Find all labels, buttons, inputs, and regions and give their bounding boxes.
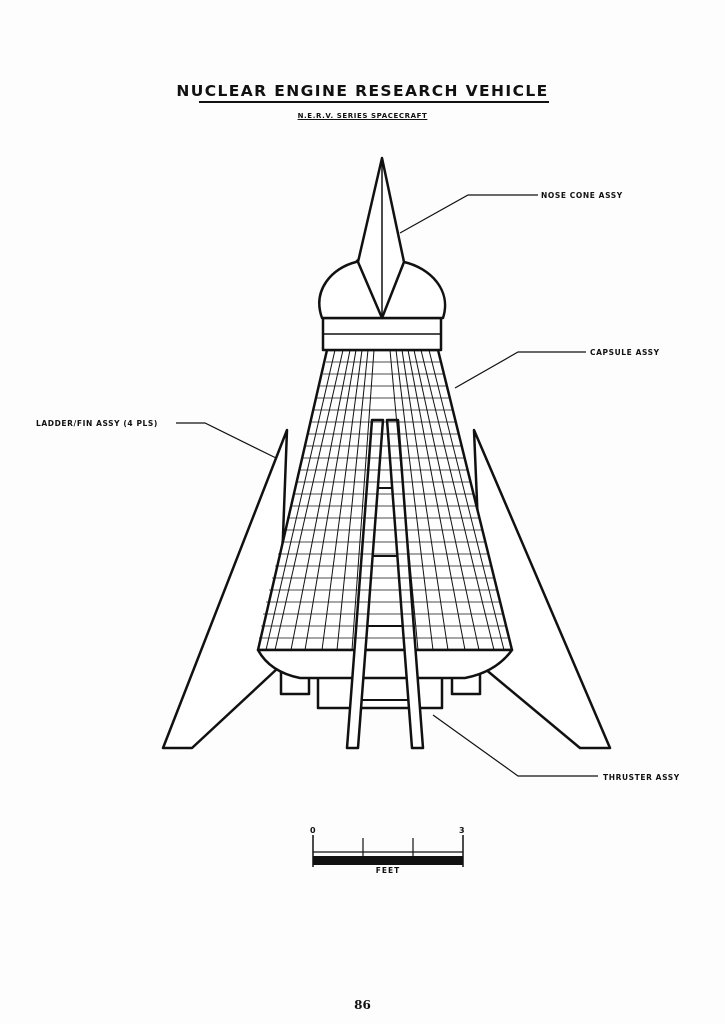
page-title: NUCLEAR ENGINE RESEARCH VEHICLE bbox=[176, 82, 549, 100]
ladder-rungs bbox=[362, 487, 408, 701]
main-body bbox=[256, 348, 514, 652]
scale-bar-fill bbox=[313, 856, 463, 865]
leader-thruster bbox=[432, 714, 598, 777]
ladder-rail-left bbox=[345, 418, 385, 750]
title-underline bbox=[199, 101, 549, 103]
body-grid bbox=[259, 361, 509, 639]
scale-start-label: 0 bbox=[310, 826, 316, 835]
leader-capsule bbox=[454, 351, 586, 389]
body-ribs bbox=[265, 349, 505, 651]
scale-end-label: 3 bbox=[459, 826, 465, 835]
callout-nose-cone: NOSE CONE ASSY bbox=[541, 191, 623, 200]
leader-nose-cone bbox=[399, 194, 538, 234]
leader-ladder-fin bbox=[176, 422, 277, 459]
scale-unit-label: FEET bbox=[375, 866, 401, 875]
leader-lines bbox=[176, 194, 598, 777]
base-dish bbox=[256, 648, 514, 680]
callout-ladder-fin: LADDER/FIN ASSY (4 PLS) bbox=[36, 419, 158, 428]
page-number: 86 bbox=[354, 998, 371, 1012]
left-fin bbox=[161, 428, 289, 750]
page-subtitle: N.E.R.V. SERIES SPACECRAFT bbox=[297, 112, 428, 120]
callout-capsule: CAPSULE ASSY bbox=[590, 348, 660, 357]
callout-thruster: THRUSTER ASSY bbox=[603, 773, 680, 782]
scale-bar bbox=[312, 835, 464, 867]
ladder-rail-right bbox=[385, 418, 425, 750]
